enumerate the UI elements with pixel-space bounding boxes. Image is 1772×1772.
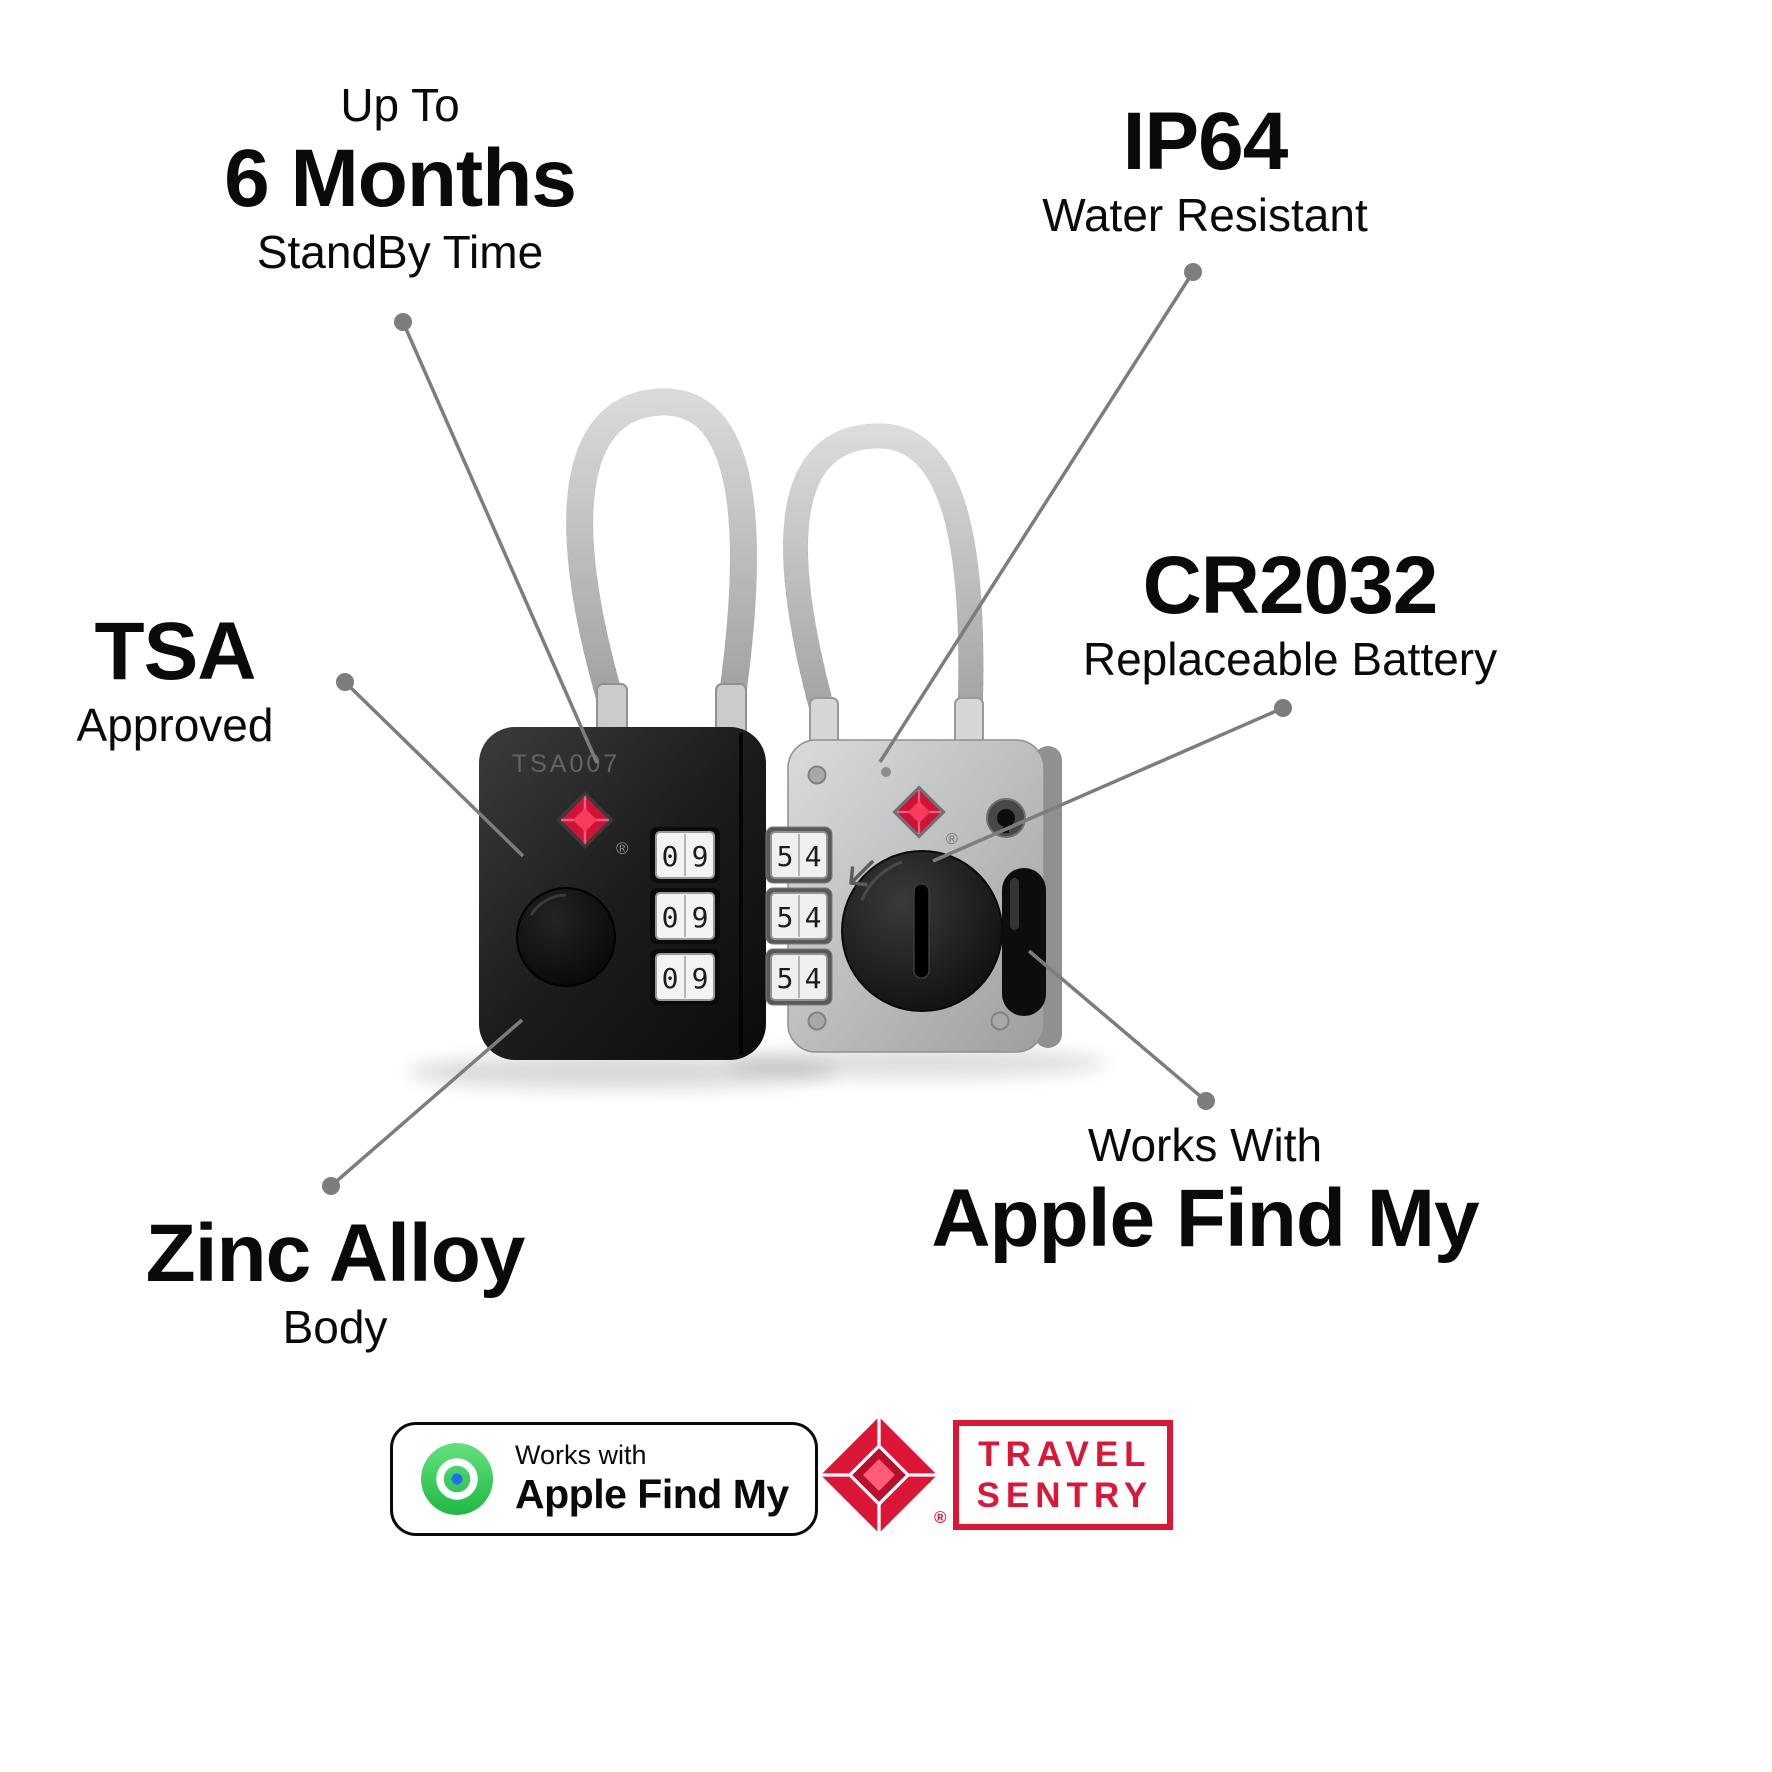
callout-zinc-alloy-body: Zinc Alloy Body bbox=[145, 1208, 526, 1355]
callout-dot-tsa bbox=[336, 673, 354, 691]
callout-tsa-approved: TSA Approved bbox=[77, 606, 274, 753]
black-lock-dial-3: 0 9 bbox=[650, 949, 720, 1005]
black-lock-cable-braid bbox=[566, 388, 757, 720]
standby-pre-label: Up To bbox=[340, 79, 460, 131]
svg-text:5: 5 bbox=[777, 840, 794, 873]
svg-text:9: 9 bbox=[692, 962, 709, 995]
svg-text:4: 4 bbox=[805, 840, 822, 873]
silver-lock-dials: 5 4 5 4 5 4 bbox=[765, 826, 833, 1006]
cr2032-main-label: CR2032 bbox=[1142, 540, 1439, 631]
tsa-main-label: TSA bbox=[94, 606, 256, 697]
silver-lock-screws bbox=[807, 765, 1010, 1031]
silver-lock-keyhole bbox=[986, 798, 1026, 838]
callout-line-zinc bbox=[329, 1018, 524, 1188]
black-lock-dial-2: 0 9 bbox=[650, 888, 720, 944]
findmy-pre-label: Works With bbox=[1087, 1119, 1323, 1171]
travel-sentry-wordmark: TRAVEL SENTRY bbox=[952, 1419, 1174, 1531]
travel-sentry-badge: ® TRAVEL SENTRY bbox=[818, 1414, 1174, 1536]
findmy-main-label: Apple Find My bbox=[931, 1173, 1479, 1265]
silver-lock: ® 5 4 5 4 bbox=[765, 423, 1062, 1053]
travel-sentry-diamond-black-lock bbox=[556, 791, 614, 849]
callout-dot-ip64 bbox=[1184, 263, 1202, 281]
ip64-main-label: IP64 bbox=[1122, 96, 1289, 187]
callout-line-tsa bbox=[343, 680, 525, 858]
travel-sentry-line1: TRAVEL bbox=[978, 1434, 1152, 1474]
silver-lock-dial-1: 5 4 bbox=[765, 826, 833, 884]
silver-lock-cable-braid bbox=[783, 423, 984, 729]
callout-line-cr2032 bbox=[932, 706, 1284, 863]
black-lock-engraving: TSA007 bbox=[512, 750, 620, 778]
silver-lock-cable bbox=[783, 423, 984, 729]
apple-badge-apple-find-my: Apple Find My bbox=[515, 1471, 789, 1518]
black-lock-button bbox=[516, 887, 616, 987]
svg-text:0: 0 bbox=[662, 962, 679, 995]
callout-dot-zinc bbox=[322, 1177, 340, 1195]
tsa-sub-label: Approved bbox=[76, 698, 274, 751]
callout-lines bbox=[329, 271, 1284, 1188]
silver-lock-side-pill bbox=[1002, 868, 1046, 1016]
callout-line-findmy bbox=[1027, 949, 1208, 1103]
callout-standby-time: Up To 6 Months StandBy Time bbox=[224, 78, 577, 280]
registered-mark-black-lock: ® bbox=[616, 839, 629, 858]
svg-text:5: 5 bbox=[777, 901, 794, 934]
callout-replaceable-battery: CR2032 Replaceable Battery bbox=[1083, 540, 1497, 687]
callout-dots bbox=[322, 263, 1292, 1195]
battery-cover-unlock-arrow bbox=[849, 860, 874, 887]
travel-sentry-line2: SENTRY bbox=[976, 1476, 1154, 1515]
apple-badge-text: Works with Apple Find My bbox=[515, 1439, 789, 1519]
black-lock-dial-1: 0 9 bbox=[650, 827, 720, 883]
svg-text:9: 9 bbox=[692, 840, 709, 873]
zinc-main-label: Zinc Alloy bbox=[145, 1208, 526, 1299]
black-lock-button-highlight bbox=[529, 893, 567, 916]
callout-line-ip64 bbox=[878, 271, 1195, 763]
black-lock-cable bbox=[566, 388, 757, 720]
svg-text:4: 4 bbox=[805, 901, 822, 934]
silver-lock-shadow bbox=[728, 1048, 1108, 1078]
svg-text:9: 9 bbox=[692, 901, 709, 934]
findmy-app-icon bbox=[421, 1442, 493, 1515]
silver-lock-battery-cover bbox=[841, 850, 1003, 1012]
callout-dot-findmy bbox=[1197, 1092, 1215, 1110]
svg-text:0: 0 bbox=[662, 901, 679, 934]
svg-text:0: 0 bbox=[662, 840, 679, 873]
standby-main-label: 6 Months bbox=[224, 133, 577, 225]
callout-apple-findmy: Works With Apple Find My bbox=[931, 1118, 1479, 1265]
black-lock-dials: 0 9 0 9 0 9 bbox=[650, 827, 720, 1005]
ip64-sub-label: Water Resistant bbox=[1042, 188, 1368, 241]
cr2032-sub-label: Replaceable Battery bbox=[1082, 632, 1498, 685]
works-with-apple-findmy-badge: Works with Apple Find My bbox=[390, 1422, 818, 1536]
svg-text:5: 5 bbox=[777, 962, 794, 995]
svg-text:4: 4 bbox=[805, 962, 822, 995]
callout-water-resistant: IP64 Water Resistant bbox=[1042, 96, 1368, 243]
registered-mark-silver-lock: ® bbox=[946, 831, 958, 848]
black-lock: TSA007 ® 0 9 bbox=[479, 388, 766, 1060]
battery-cover-coin-slot bbox=[913, 883, 930, 979]
travel-sentry-diamond-logo bbox=[820, 1416, 938, 1534]
standby-sub-label: StandBy Time bbox=[256, 226, 544, 279]
callout-dot-cr2032 bbox=[1274, 699, 1292, 717]
zinc-sub-label: Body bbox=[282, 1300, 388, 1353]
silver-lock-dial-3: 5 4 bbox=[765, 948, 833, 1006]
travel-sentry-registered-mark: ® bbox=[934, 1508, 947, 1527]
callout-line-standby bbox=[401, 321, 599, 764]
silver-lock-dial-2: 5 4 bbox=[765, 887, 833, 945]
apple-badge-works-with: Works with bbox=[515, 1440, 647, 1470]
travel-sentry-diamond-silver-lock bbox=[892, 785, 946, 839]
callout-dot-standby bbox=[394, 313, 412, 331]
